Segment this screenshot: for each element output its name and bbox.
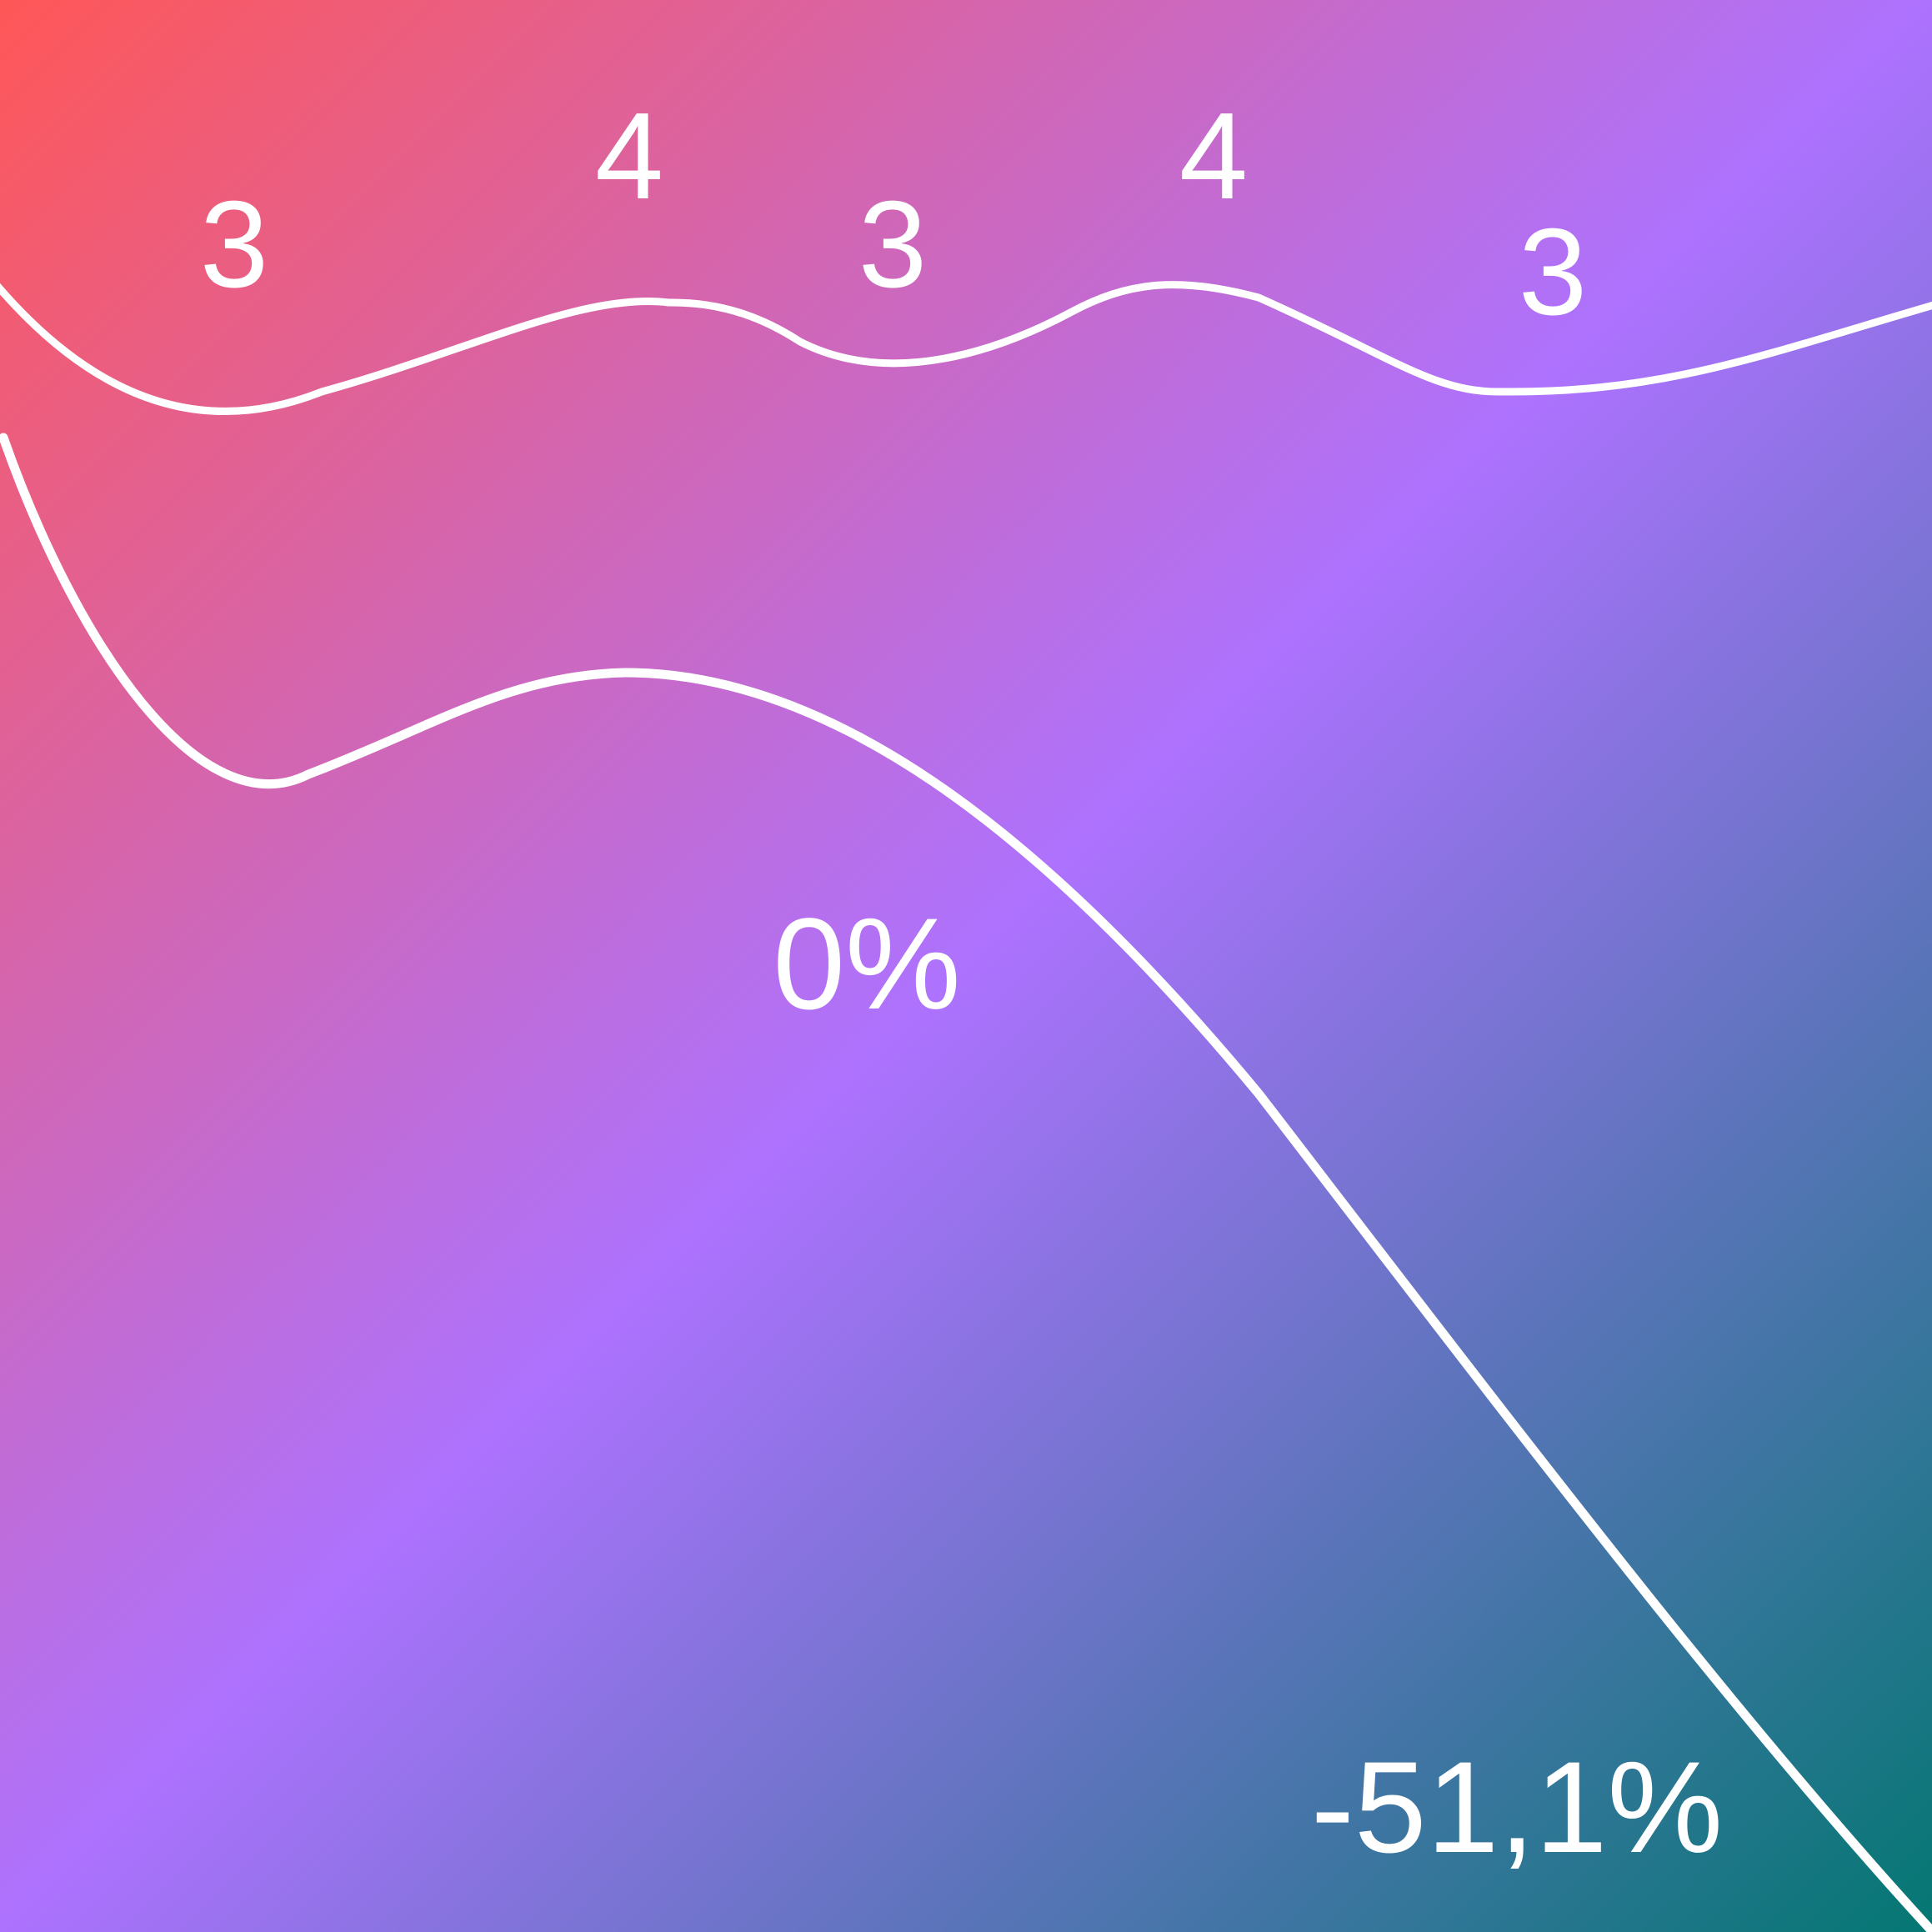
series-1-point-label: 3 [200,176,268,313]
series-1-point-label: 3 [1519,203,1587,341]
series-1-line [0,281,1932,415]
series-1-point-label: 4 [595,88,663,225]
series-1-point-label: 4 [1179,88,1248,225]
series-2-line [0,433,1932,1932]
series-2-point-label: 0% [773,892,960,1037]
series-1-point-label: 3 [858,176,927,313]
series-2-point-label: -51,1% [1311,1735,1723,1880]
